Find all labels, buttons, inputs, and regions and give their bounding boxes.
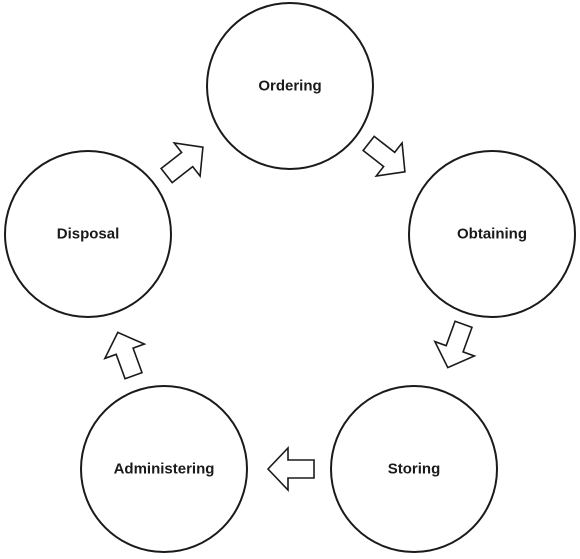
arrow-storing-to-administering	[266, 446, 315, 492]
block-arrow-icon	[159, 141, 204, 184]
block-arrow-icon	[361, 135, 406, 178]
stage-ordering-label: Ordering	[258, 78, 321, 95]
stage-disposal: Disposal	[4, 150, 172, 318]
arrow-administering-to-disposal	[103, 331, 147, 380]
arrow-obtaining-to-storing	[433, 320, 477, 369]
stage-administering-label: Administering	[114, 461, 215, 478]
stage-obtaining-circle	[408, 150, 576, 318]
stage-administering: Administering	[80, 385, 248, 553]
stage-disposal-label: Disposal	[57, 226, 120, 243]
stage-ordering-circle	[206, 2, 374, 170]
stage-obtaining: Obtaining	[408, 150, 576, 318]
block-arrow-icon	[433, 320, 477, 369]
stage-storing-circle	[330, 385, 498, 553]
stage-disposal-circle	[4, 150, 172, 318]
stage-ordering: Ordering	[206, 2, 374, 170]
block-arrow-icon	[266, 446, 315, 492]
stage-administering-circle	[80, 385, 248, 553]
block-arrow-icon	[103, 331, 147, 380]
stage-storing-label: Storing	[388, 461, 441, 478]
stage-obtaining-label: Obtaining	[457, 226, 527, 243]
arrow-disposal-to-ordering	[159, 141, 204, 184]
stage-storing: Storing	[330, 385, 498, 553]
arrow-ordering-to-obtaining	[361, 135, 406, 178]
